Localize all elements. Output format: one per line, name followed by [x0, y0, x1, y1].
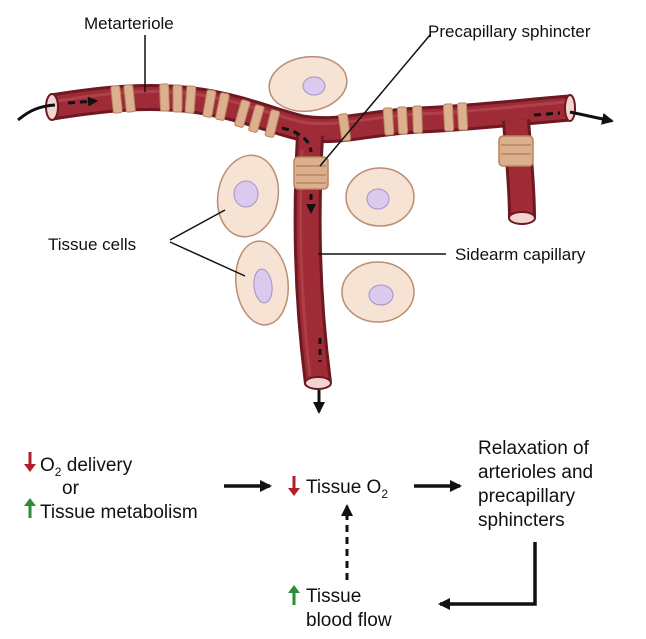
precapillary-sphincter-right	[498, 135, 534, 167]
o2-delivery-label: O2 delivery	[40, 455, 133, 479]
tissue-o2-label: Tissue O2	[306, 477, 388, 501]
tissue-cells-label: Tissue cells	[48, 235, 136, 254]
regulation-flowchart: O2 delivery or Tissue metabolism Tissue …	[24, 438, 598, 631]
tissue-cell	[341, 261, 415, 323]
outflow-arrow	[569, 110, 614, 125]
metarteriole-label: Metarteriole	[84, 14, 174, 33]
smooth-muscle-bands	[110, 83, 469, 142]
tissue-blood-flow-label: Tissue blood flow	[306, 586, 392, 631]
down-arrow-icon	[288, 476, 300, 496]
tissue-cell	[268, 55, 348, 113]
tissue-cell	[345, 167, 415, 227]
precapillary-sphincter-label: Precapillary sphincter	[428, 22, 591, 41]
or-label: or	[62, 478, 80, 499]
tissue-metabolism-label: Tissue metabolism	[40, 502, 198, 523]
up-arrow-icon	[24, 498, 36, 518]
inflow-arrow	[17, 103, 56, 122]
sidearm-capillary-label: Sidearm capillary	[455, 245, 586, 264]
tissue-cell	[216, 154, 280, 238]
vessel-network	[45, 83, 576, 390]
up-arrow-icon	[288, 585, 300, 605]
flow-arrow-to-blood-flow	[438, 542, 537, 610]
precapillary-sphincter	[293, 156, 329, 190]
tissue-cell	[235, 240, 289, 326]
leader-lines	[144, 34, 446, 277]
down-arrow-icon	[24, 452, 36, 472]
tissue-cells	[216, 55, 415, 326]
relaxation-label: Relaxation of arterioles and precapillar…	[478, 438, 598, 531]
